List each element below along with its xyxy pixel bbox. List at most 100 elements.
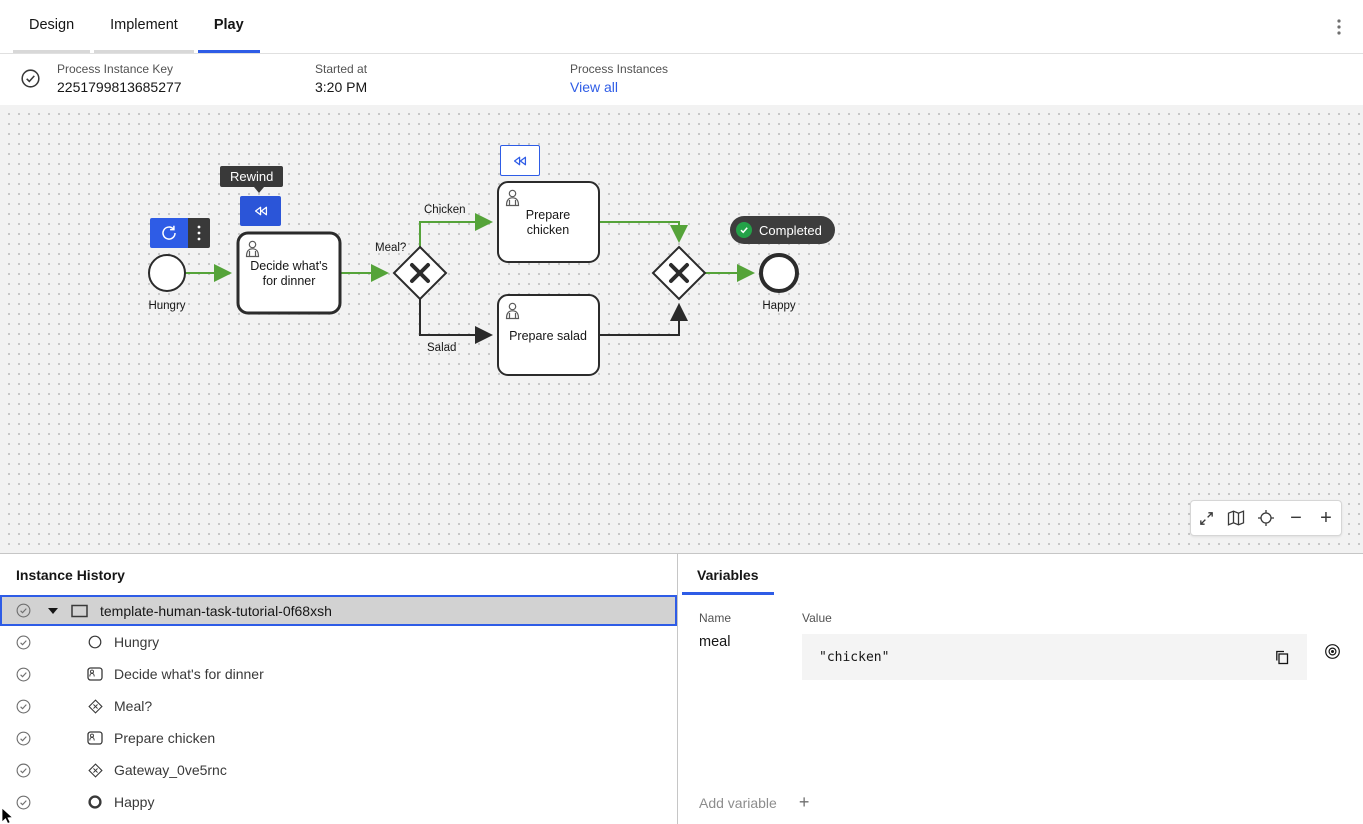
instance-history-panel: Instance History template-human-task-tut… — [0, 554, 678, 824]
end-event-label: Happy — [762, 300, 795, 312]
instance-history-title: Instance History — [16, 567, 125, 583]
canvas-controls: − + — [1190, 500, 1342, 536]
flow-salad[interactable] — [419, 299, 493, 344]
flow-label-chicken: Chicken — [424, 204, 466, 216]
history-row-meal[interactable]: Meal? — [0, 690, 677, 722]
process-instances-field: Process Instances View all — [570, 62, 668, 95]
task-chicken-line2: chicken — [527, 223, 569, 237]
rewind-button[interactable] — [240, 196, 281, 226]
check-circle-icon — [16, 731, 31, 746]
process-instance-key-label: Process Instance Key — [57, 62, 174, 76]
history-row-hungry[interactable]: Hungry — [0, 626, 677, 658]
instance-info-bar: Process Instance Key 2251799813685277 St… — [0, 54, 1363, 105]
start-event-icon — [86, 635, 104, 649]
bpmn-canvas[interactable]: Chicken Salad Hungry Decide what's for d… — [0, 105, 1363, 553]
variables-name-column-header: Name — [699, 611, 732, 625]
history-row-decide[interactable]: Decide what's for dinner — [0, 658, 677, 690]
center-viewport-icon[interactable] — [1252, 503, 1280, 533]
check-circle-icon — [16, 667, 31, 682]
status-badge: Completed — [730, 216, 835, 244]
completed-check-icon — [736, 222, 752, 238]
fit-viewport-icon[interactable] — [1192, 503, 1220, 533]
history-item-label: template-human-task-tutorial-0f68xsh — [100, 602, 332, 619]
user-task-icon — [505, 189, 520, 207]
check-circle-icon — [16, 603, 31, 618]
instance-status-check-icon — [21, 69, 40, 88]
task-salad-label: Prepare salad — [509, 329, 587, 343]
kebab-icon — [197, 225, 201, 241]
process-instances-label: Process Instances — [570, 62, 669, 76]
tab-implement[interactable]: Implement — [94, 0, 194, 53]
started-at-label: Started at — [315, 62, 368, 76]
view-variable-icon[interactable] — [1324, 643, 1341, 660]
process-icon — [70, 604, 88, 618]
zoom-in-icon[interactable]: + — [1320, 507, 1332, 529]
element-options-menu-button[interactable] — [188, 218, 210, 248]
user-task-icon — [505, 302, 520, 320]
rewind-tooltip: Rewind — [220, 166, 284, 187]
check-circle-icon — [16, 795, 31, 810]
chevron-down-icon[interactable] — [48, 607, 58, 614]
rewind-tooltip-text: Rewind — [230, 169, 274, 184]
tab-play[interactable]: Play — [197, 0, 260, 53]
history-item-label: Hungry — [114, 634, 160, 650]
variables-value-column-header: Value — [802, 611, 832, 625]
mouse-cursor — [1, 808, 15, 824]
end-event-happy[interactable] — [759, 253, 799, 293]
history-row-happy[interactable]: Happy — [0, 786, 677, 818]
start-event-label: Hungry — [148, 300, 185, 312]
status-badge-text: Completed — [759, 222, 822, 238]
task-chicken-line1: Prepare — [526, 208, 571, 222]
history-row-gateway-join[interactable]: Gateway_0ve5rnc — [0, 754, 677, 786]
rewind-tooltip-caret — [254, 187, 264, 193]
gateway-icon — [86, 762, 104, 778]
flow-chicken-join[interactable] — [599, 221, 688, 243]
overflow-menu-icon[interactable] — [1329, 16, 1349, 38]
history-item-label: Decide what's for dinner — [114, 666, 264, 682]
user-task-icon — [86, 667, 104, 681]
restart-instance-button[interactable] — [150, 218, 188, 248]
restart-button-group — [150, 218, 210, 248]
bottom-panels: Instance History template-human-task-tut… — [0, 553, 1363, 824]
task-prepare-chicken[interactable] — [497, 181, 600, 263]
add-variable-label: Add variable — [699, 794, 777, 811]
started-at-value: 3:20 PM — [315, 79, 368, 95]
gateway-x-marker — [669, 263, 689, 283]
variable-name: meal — [699, 634, 731, 650]
task-decide-dinner[interactable] — [236, 231, 342, 315]
check-circle-icon — [16, 699, 31, 714]
variable-value-field[interactable]: "chicken" — [802, 634, 1307, 680]
minimap-icon[interactable] — [1222, 503, 1250, 533]
tab-variables[interactable]: Variables — [682, 554, 774, 595]
start-event-hungry[interactable] — [148, 254, 186, 292]
history-item-label: Happy — [114, 794, 155, 810]
user-task-icon — [86, 731, 104, 745]
rewind-icon — [513, 156, 527, 165]
flow-salad-join[interactable] — [599, 303, 688, 336]
rewind-to-chicken-button[interactable] — [500, 145, 540, 176]
zoom-out-icon[interactable]: − — [1290, 507, 1302, 529]
kebab-dots — [1337, 19, 1341, 35]
add-variable-button[interactable]: Add variable + — [699, 792, 809, 813]
flow-chicken[interactable] — [419, 213, 493, 247]
check-circle-icon — [16, 763, 31, 778]
history-item-label: Prepare chicken — [114, 730, 216, 746]
history-row-prepare-chicken[interactable]: Prepare chicken — [0, 722, 677, 754]
restart-icon — [162, 225, 176, 240]
view-all-link[interactable]: View all — [570, 79, 618, 95]
gateway-x-marker — [410, 263, 430, 283]
plus-icon: + — [798, 792, 810, 812]
tab-design[interactable]: Design — [13, 0, 91, 53]
history-item-label: Meal? — [114, 698, 153, 714]
copy-icon[interactable] — [1271, 646, 1293, 668]
check-circle-icon — [16, 635, 31, 650]
task-decide-line1: Decide what's — [250, 259, 327, 273]
process-instance-key-value: 2251799813685277 — [57, 79, 182, 95]
started-at-field: Started at 3:20 PM — [315, 62, 367, 95]
app-header: Design Implement Play — [0, 0, 1363, 54]
task-prepare-salad[interactable] — [497, 294, 600, 376]
process-instance-key-field: Process Instance Key 2251799813685277 — [57, 62, 182, 95]
variable-value[interactable]: "chicken" — [819, 649, 890, 665]
end-event-icon — [86, 795, 104, 809]
history-row-process[interactable]: template-human-task-tutorial-0f68xsh — [0, 595, 677, 626]
